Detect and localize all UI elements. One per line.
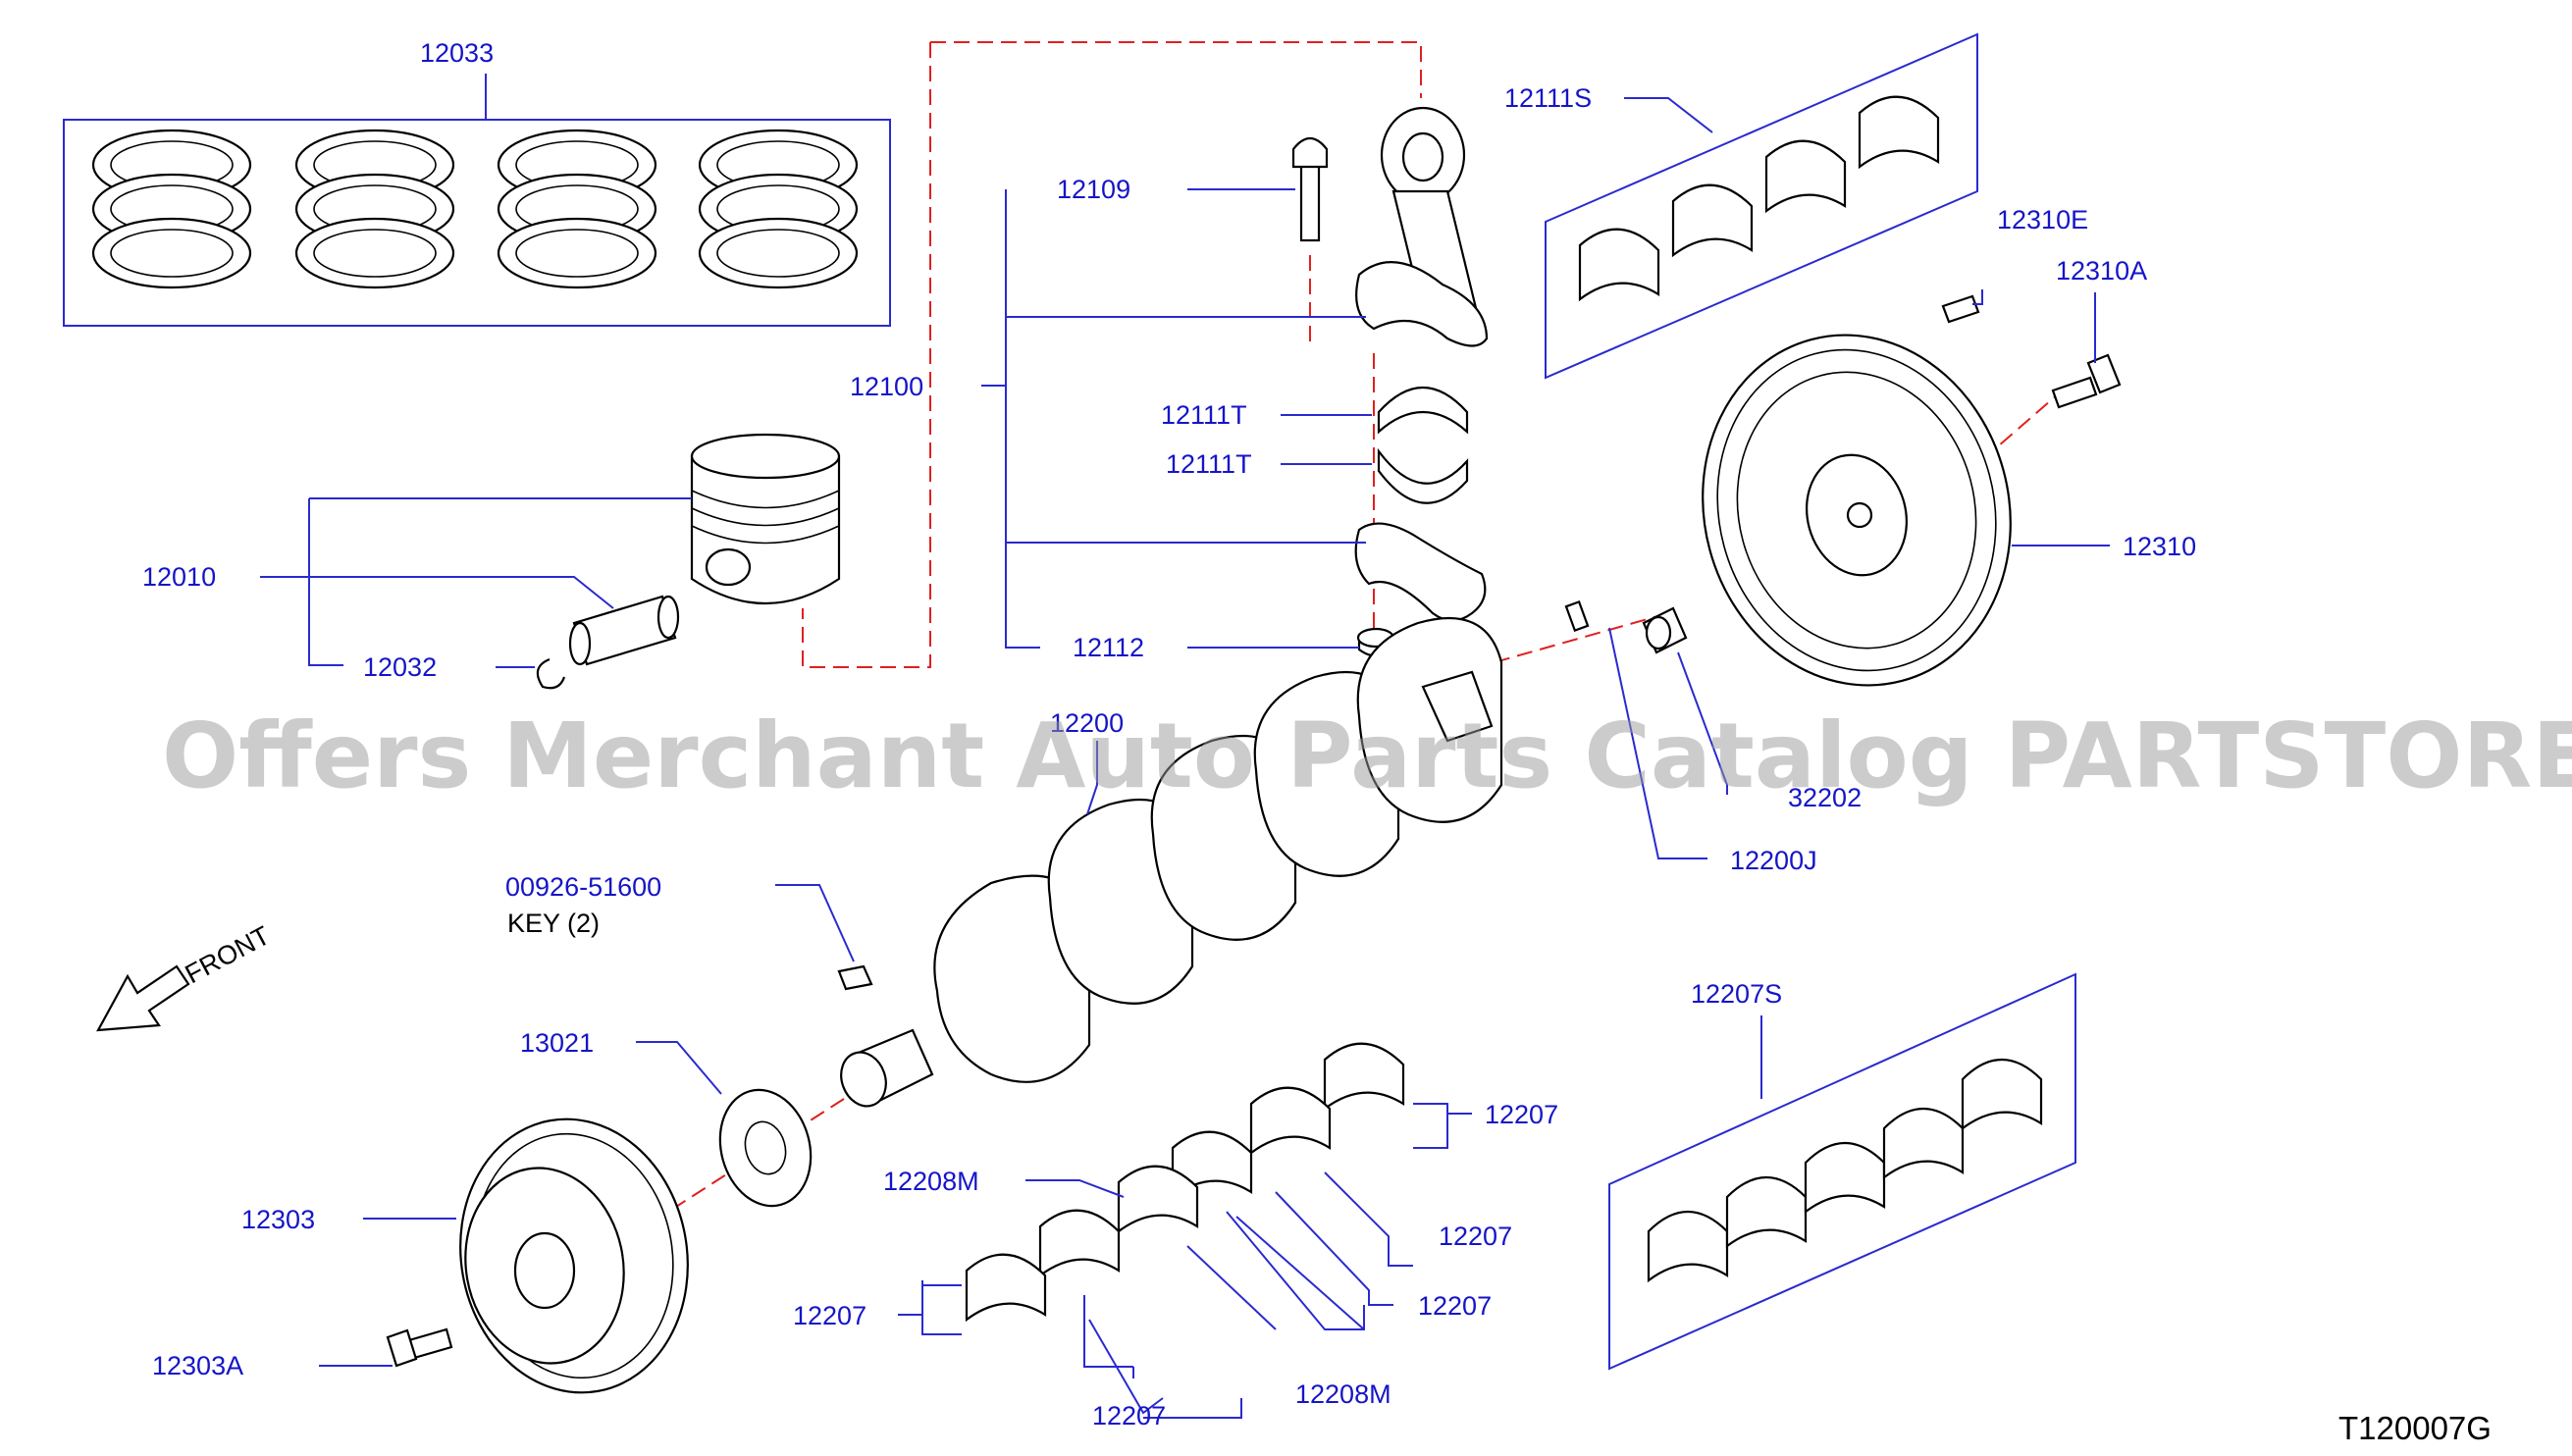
main-bearing-shell-5[interactable]	[1961, 1059, 2043, 1131]
leader-lines	[260, 188, 2110, 1419]
label-12032[interactable]: 12032	[363, 652, 437, 682]
rod-bearing-shell-2[interactable]	[1671, 183, 1754, 258]
front-label: FRONT	[181, 920, 275, 989]
part-labels: 12033 12109 12100 12111T 12111T 12112 12…	[142, 38, 2196, 1430]
main-bearing-set-group	[1608, 972, 2076, 1371]
crank-pulley[interactable]	[439, 1101, 709, 1411]
crank-pin[interactable]	[1564, 599, 1590, 633]
label-12033[interactable]: 12033	[420, 38, 494, 68]
main-bearing-shell-1[interactable]	[1647, 1211, 1729, 1283]
rod-bearing-set-group	[1545, 32, 1978, 380]
rod-bearing-shell-3[interactable]	[1764, 139, 1847, 214]
rod-bearing-shell-4[interactable]	[1858, 95, 1940, 170]
rod-bolt[interactable]	[1291, 136, 1329, 242]
label-12310a[interactable]: 12310A	[2056, 256, 2147, 286]
rod-bearing-lower[interactable]	[1377, 447, 1469, 504]
label-13021[interactable]: 13021	[520, 1028, 594, 1058]
rod-cap[interactable]	[1354, 522, 1487, 622]
label-12111t-upper[interactable]: 12111T	[1161, 400, 1247, 430]
main-bearing-loose[interactable]	[965, 1042, 1405, 1323]
label-12207-e[interactable]: 12207	[1092, 1401, 1166, 1430]
label-12112[interactable]: 12112	[1073, 633, 1144, 662]
label-12207-a[interactable]: 12207	[1485, 1100, 1558, 1129]
piston[interactable]	[690, 433, 841, 605]
piston-ring-stack-3[interactable]	[497, 129, 657, 289]
flywheel[interactable]	[1664, 300, 2050, 720]
flywheel-pilot-pin[interactable]	[1941, 294, 1980, 324]
piston-ring-stack-4[interactable]	[698, 129, 859, 289]
label-12303a[interactable]: 12303A	[152, 1351, 243, 1380]
rod-bearing-upper[interactable]	[1377, 387, 1469, 435]
crankshaft[interactable]	[834, 616, 1503, 1113]
label-12200j[interactable]: 12200J	[1730, 846, 1817, 875]
piston-ring-set-group	[63, 74, 891, 327]
pilot-bushing[interactable]	[1642, 606, 1688, 654]
diagram-code: T120007G	[2338, 1410, 2492, 1446]
label-12109[interactable]: 12109	[1057, 175, 1130, 204]
main-bearing-shell-2[interactable]	[1725, 1176, 1808, 1249]
label-12207-c[interactable]: 12207	[1418, 1291, 1492, 1321]
label-12010[interactable]: 12010	[142, 562, 216, 592]
label-00926-51600[interactable]: 00926-51600	[505, 872, 661, 902]
connecting-rod[interactable]	[1355, 106, 1489, 347]
front-arrow: FRONT	[96, 920, 275, 1032]
label-12310[interactable]: 12310	[2123, 532, 2196, 561]
pulley-bolt[interactable]	[386, 1327, 453, 1368]
label-32202[interactable]: 32202	[1788, 783, 1862, 812]
label-12111s[interactable]: 12111S	[1504, 83, 1592, 113]
flywheel-bolt[interactable]	[2051, 353, 2122, 409]
label-12208m-upper[interactable]: 12208M	[883, 1167, 979, 1196]
label-key-desc: KEY (2)	[507, 909, 600, 938]
label-12310e[interactable]: 12310E	[1997, 205, 2088, 234]
label-12207s[interactable]: 12207S	[1691, 979, 1782, 1009]
label-12111t-lower[interactable]: 12111T	[1166, 449, 1252, 479]
rod-bearing-set-leader	[1624, 97, 1713, 133]
label-12200[interactable]: 12200	[1050, 708, 1124, 738]
piston-ring-stack-2[interactable]	[294, 129, 455, 289]
label-12303[interactable]: 12303	[241, 1205, 315, 1234]
watermark-text: Offers Merchant Auto Parts Catalog PARTS…	[162, 703, 2572, 808]
rod-bearing-shell-1[interactable]	[1578, 228, 1660, 302]
woodruff-key[interactable]	[837, 964, 873, 991]
piston-pin[interactable]	[568, 595, 680, 666]
label-12207-b[interactable]: 12207	[1439, 1222, 1512, 1251]
label-12207-d[interactable]: 12207	[793, 1301, 866, 1330]
crank-sprocket[interactable]	[708, 1079, 823, 1216]
main-bearing-set-box	[1608, 972, 2076, 1371]
label-12100[interactable]: 12100	[850, 372, 923, 401]
main-bearing-shell-4[interactable]	[1882, 1108, 1965, 1180]
ring-set-box	[63, 119, 891, 327]
piston-ring-stack-1[interactable]	[91, 129, 252, 289]
snap-ring[interactable]	[536, 657, 566, 690]
label-12208m-lower[interactable]: 12208M	[1295, 1379, 1391, 1409]
main-bearing-shell-3[interactable]	[1804, 1142, 1886, 1215]
rod-bearing-set-box	[1545, 32, 1978, 380]
